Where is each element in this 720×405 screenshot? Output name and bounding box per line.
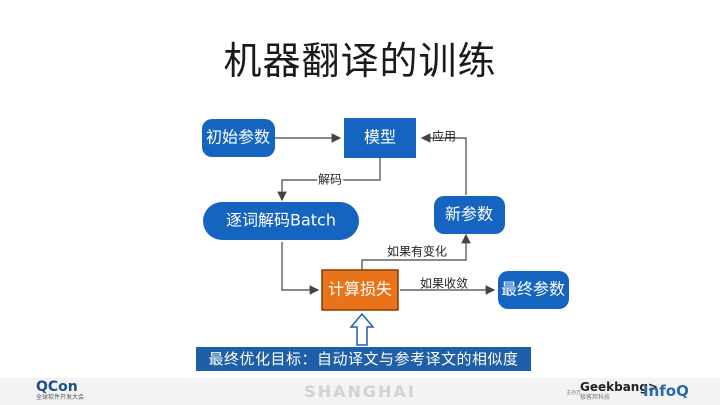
infoq-logo: InfoQ [643,382,689,400]
edge-label-decode: 解码 [318,173,342,187]
node-compute-loss [321,269,399,311]
node-init-params-label: 初始参数 [206,128,270,147]
city-watermark: SHANGHAI [304,382,416,401]
node-model [344,118,416,158]
edge-model-to-decode [277,158,381,202]
node-init-params [202,119,275,157]
node-decode-batch [203,202,359,240]
goal-up-arrow [349,312,375,346]
footer-bar: QCon 全球软件开发大会 SHANGHAI 主办方 Geekbang> 极客邦… [0,378,720,405]
geekbang-logo-name: Geekbang> [580,380,658,394]
geekbang-logo: Geekbang> 极客邦科技 [580,381,658,402]
sponsor-prefix: 主办方 [566,390,582,396]
edge-label-if-converged: 如果收敛 [420,276,468,291]
node-new-params-label: 新参数 [445,205,493,224]
edge-decode-to-loss [281,242,320,295]
qcon-logo: QCon 全球软件开发大会 [36,380,84,402]
qcon-logo-subtitle: 全球软件开发大会 [36,394,85,401]
slide-title: 机器翻译的训练 [223,39,497,83]
edge-label-if-changed: 如果有变化 [387,244,447,259]
optimization-goal-banner: 最终优化目标：自动译文与参考译文的相似度 [196,347,531,371]
edge-loss-to-newparams [361,233,471,270]
node-compute-loss-label: 计算损失 [328,280,392,299]
node-final-params [498,271,569,309]
qcon-logo-name: QCon [36,379,78,395]
edge-newparams-to-model [420,133,467,195]
node-final-params-label: 最终参数 [501,280,565,299]
node-decode-batch-label: 逐词解码Batch [226,211,336,230]
geekbang-logo-subtitle: 极客邦科技 [580,394,611,401]
edge-label-apply: 应用 [432,129,456,144]
node-model-label: 模型 [364,128,396,147]
node-new-params [434,196,505,234]
